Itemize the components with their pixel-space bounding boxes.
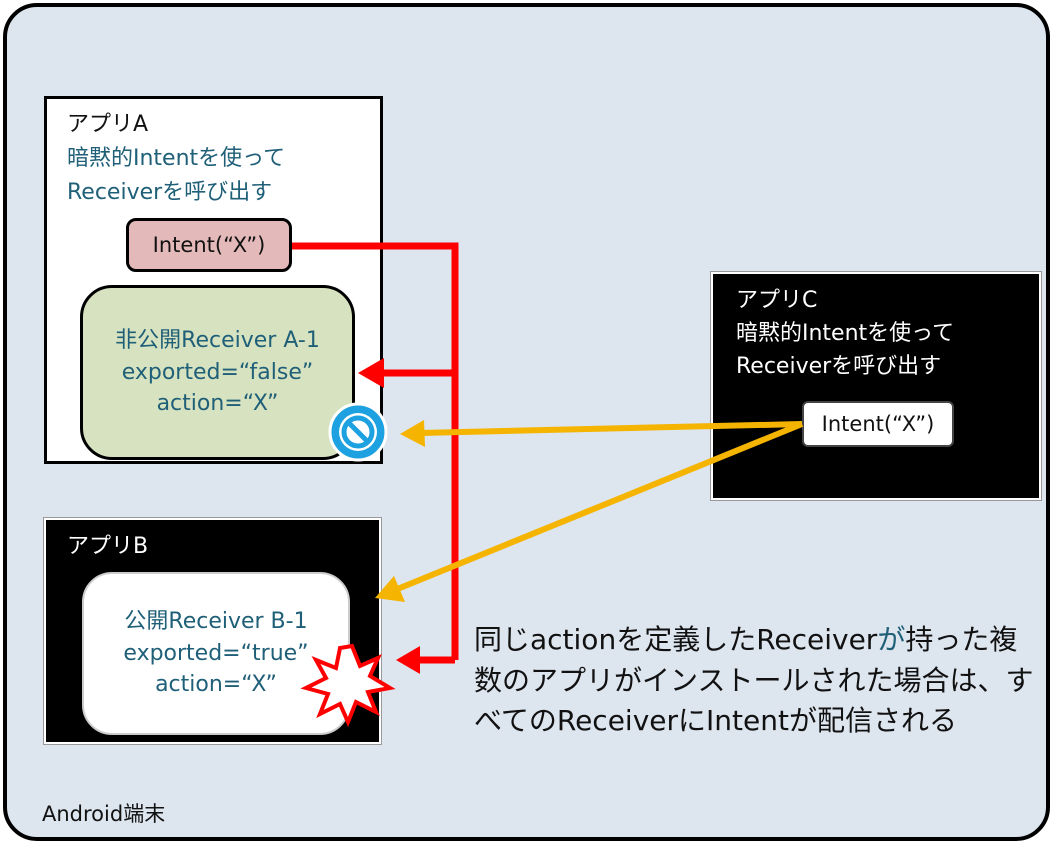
app-c-desc-line1: 暗黙的Intentを使って xyxy=(736,321,955,346)
app-b-title: アプリB xyxy=(67,534,149,559)
red-arrowhead-a1 xyxy=(358,358,384,388)
receiver-a1-name: 非公開Receiver A-1 xyxy=(115,327,320,353)
app-c-desc-line2: Receiverを呼び出す xyxy=(736,354,942,379)
orange-arrowhead-b1 xyxy=(375,576,405,602)
app-a-intent-box: Intent(“X”) xyxy=(126,218,292,272)
receiver-b1-exported: exported=“true” xyxy=(123,640,309,666)
red-connector-line xyxy=(292,242,459,660)
red-arrowhead-b1 xyxy=(396,646,420,674)
note-part1: 同じactionを定義したReceiver xyxy=(474,623,878,656)
app-c-intent-label: Intent(“X”) xyxy=(821,412,935,436)
receiver-b1-action: action=“X” xyxy=(155,672,277,698)
explanation-note: 同じactionを定義したReceiverが持った複数のアプリがインストールされ… xyxy=(474,620,1034,742)
app-c-intent-box: Intent(“X”) xyxy=(802,401,954,447)
receiver-a1-exported: exported=“false” xyxy=(121,359,314,385)
receiver-b1-name: 公開Receiver B-1 xyxy=(124,608,308,634)
app-a-title: アプリA xyxy=(67,112,149,137)
orange-arrow-to-receiver-a1 xyxy=(419,421,803,436)
orange-arrow-to-receiver-b1 xyxy=(393,421,804,593)
note-part3: 持った複数のアプリがインストールされた場合は、すべてのReceiverにInte… xyxy=(474,623,1034,738)
prohibited-icon xyxy=(328,402,388,462)
app-a-desc-line1: 暗黙的Intentを使って xyxy=(67,146,286,171)
orange-arrowhead-a1 xyxy=(400,420,425,447)
note-part2: が xyxy=(877,623,906,656)
receiver-a1-action: action=“X” xyxy=(156,391,279,417)
explosion-icon xyxy=(300,643,396,728)
receiver-b1-box: 公開Receiver B-1 exported=“true” action=“X… xyxy=(82,572,350,735)
app-c-title: アプリC xyxy=(736,288,818,313)
app-c-box xyxy=(711,272,1041,500)
device-label: Android端末 xyxy=(42,802,166,826)
app-a-intent-label: Intent(“X”) xyxy=(152,233,266,257)
app-a-desc-line2: Receiverを呼び出す xyxy=(67,180,273,205)
receiver-a1-box: 非公開Receiver A-1 exported=“false” action=… xyxy=(80,285,355,460)
